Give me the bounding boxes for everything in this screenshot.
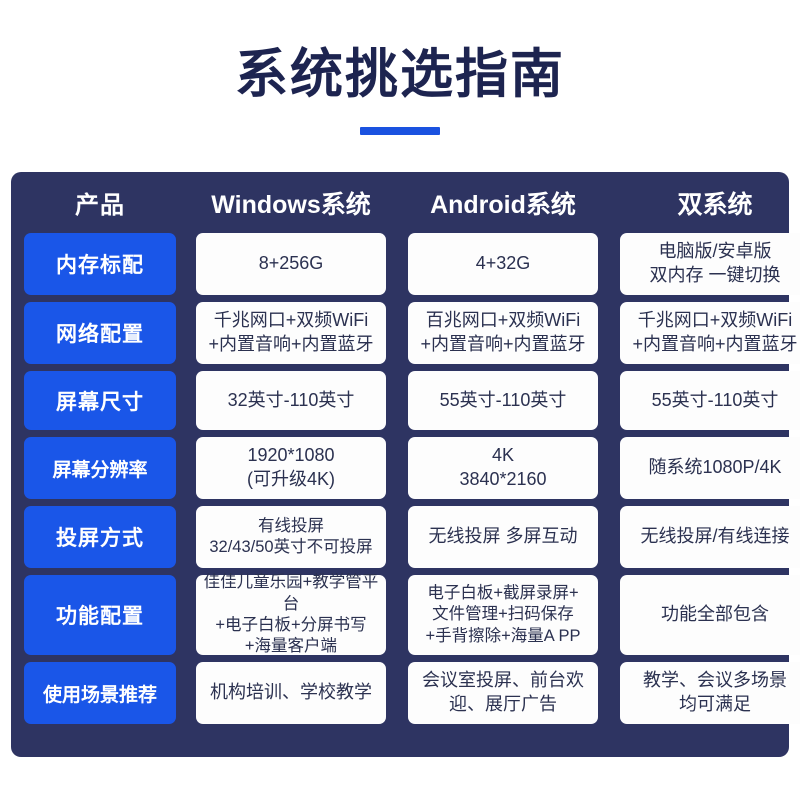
cell-casting-dual: 无线投屏/有线连接 (620, 506, 800, 568)
cell-casting-windows: 有线投屏 32/43/50英寸不可投屏 (196, 506, 386, 568)
row-label-resolution: 屏幕分辨率 (24, 437, 176, 499)
row-label-memory: 内存标配 (24, 233, 176, 295)
comparison-table-panel: 产品 Windows系统 Android系统 双系统 内存标配 8+256G 4… (11, 172, 800, 757)
cell-casting-android: 无线投屏 多屏互动 (408, 506, 598, 568)
cell-resolution-android: 4K 3840*2160 (408, 437, 598, 499)
cell-features-dual: 功能全部包含 (620, 575, 800, 655)
row-label-casting: 投屏方式 (24, 506, 176, 568)
table-row: 网络配置 千兆网口+双频WiFi +内置音响+内置蓝牙 百兆网口+双频WiFi … (24, 302, 800, 364)
column-header-android: Android系统 (430, 190, 576, 219)
cell-scenarios-windows: 机构培训、学校教学 (196, 662, 386, 724)
cell-features-windows: 佳佳儿童乐园+教学管平台 +电子白板+分屏书写 +海量客户端 (196, 573, 386, 655)
cell-screen-size-android: 55英寸-110英寸 (408, 371, 598, 430)
column-header-windows: Windows系统 (211, 190, 371, 219)
table-row: 使用场景推荐 机构培训、学校教学 会议室投屏、前台欢 迎、展厅广告 教学、会议多… (24, 662, 800, 724)
row-label-network: 网络配置 (24, 302, 176, 364)
table-row: 内存标配 8+256G 4+32G 电脑版/安卓版 双内存 一键切换 (24, 233, 800, 295)
cell-screen-size-dual: 55英寸-110英寸 (620, 371, 800, 430)
row-label-screen-size: 屏幕尺寸 (24, 371, 176, 430)
cell-resolution-dual: 随系统1080P/4K (620, 437, 800, 499)
cell-network-windows: 千兆网口+双频WiFi +内置音响+内置蓝牙 (196, 302, 386, 364)
cell-memory-dual: 电脑版/安卓版 双内存 一键切换 (620, 233, 800, 295)
table-row: 屏幕尺寸 32英寸-110英寸 55英寸-110英寸 55英寸-110英寸 (24, 371, 800, 430)
cell-screen-size-windows: 32英寸-110英寸 (196, 371, 386, 430)
comparison-table: 产品 Windows系统 Android系统 双系统 内存标配 8+256G 4… (24, 172, 800, 724)
page-header: 系统挑选指南 (0, 0, 800, 172)
column-header-dual: 双系统 (677, 190, 753, 219)
page-title: 系统挑选指南 (235, 44, 565, 104)
cell-network-android: 百兆网口+双频WiFi +内置音响+内置蓝牙 (408, 302, 598, 364)
cell-resolution-windows: 1920*1080 (可升级4K) (196, 437, 386, 499)
title-underline-rule (360, 126, 440, 135)
table-row: 屏幕分辨率 1920*1080 (可升级4K) 4K 3840*2160 随系统… (24, 437, 800, 499)
column-header-product: 产品 (75, 192, 125, 219)
row-label-features: 功能配置 (24, 575, 176, 655)
cell-scenarios-dual: 教学、会议多场景 均可满足 (620, 662, 800, 724)
cell-memory-windows: 8+256G (196, 233, 386, 295)
table-row: 功能配置 佳佳儿童乐园+教学管平台 +电子白板+分屏书写 +海量客户端 电子白板… (24, 573, 800, 655)
table-header-row: 产品 Windows系统 Android系统 双系统 (24, 172, 776, 233)
cell-scenarios-android: 会议室投屏、前台欢 迎、展厅广告 (408, 662, 598, 724)
cell-network-dual: 千兆网口+双频WiFi +内置音响+内置蓝牙 (620, 302, 800, 364)
table-row: 投屏方式 有线投屏 32/43/50英寸不可投屏 无线投屏 多屏互动 无线投屏/… (24, 506, 800, 568)
cell-features-android: 电子白板+截屏录屏+ 文件管理+扫码保存 +手背擦除+海量A PP (408, 575, 598, 655)
cell-memory-android: 4+32G (408, 233, 598, 295)
row-label-scenarios: 使用场景推荐 (24, 662, 176, 724)
